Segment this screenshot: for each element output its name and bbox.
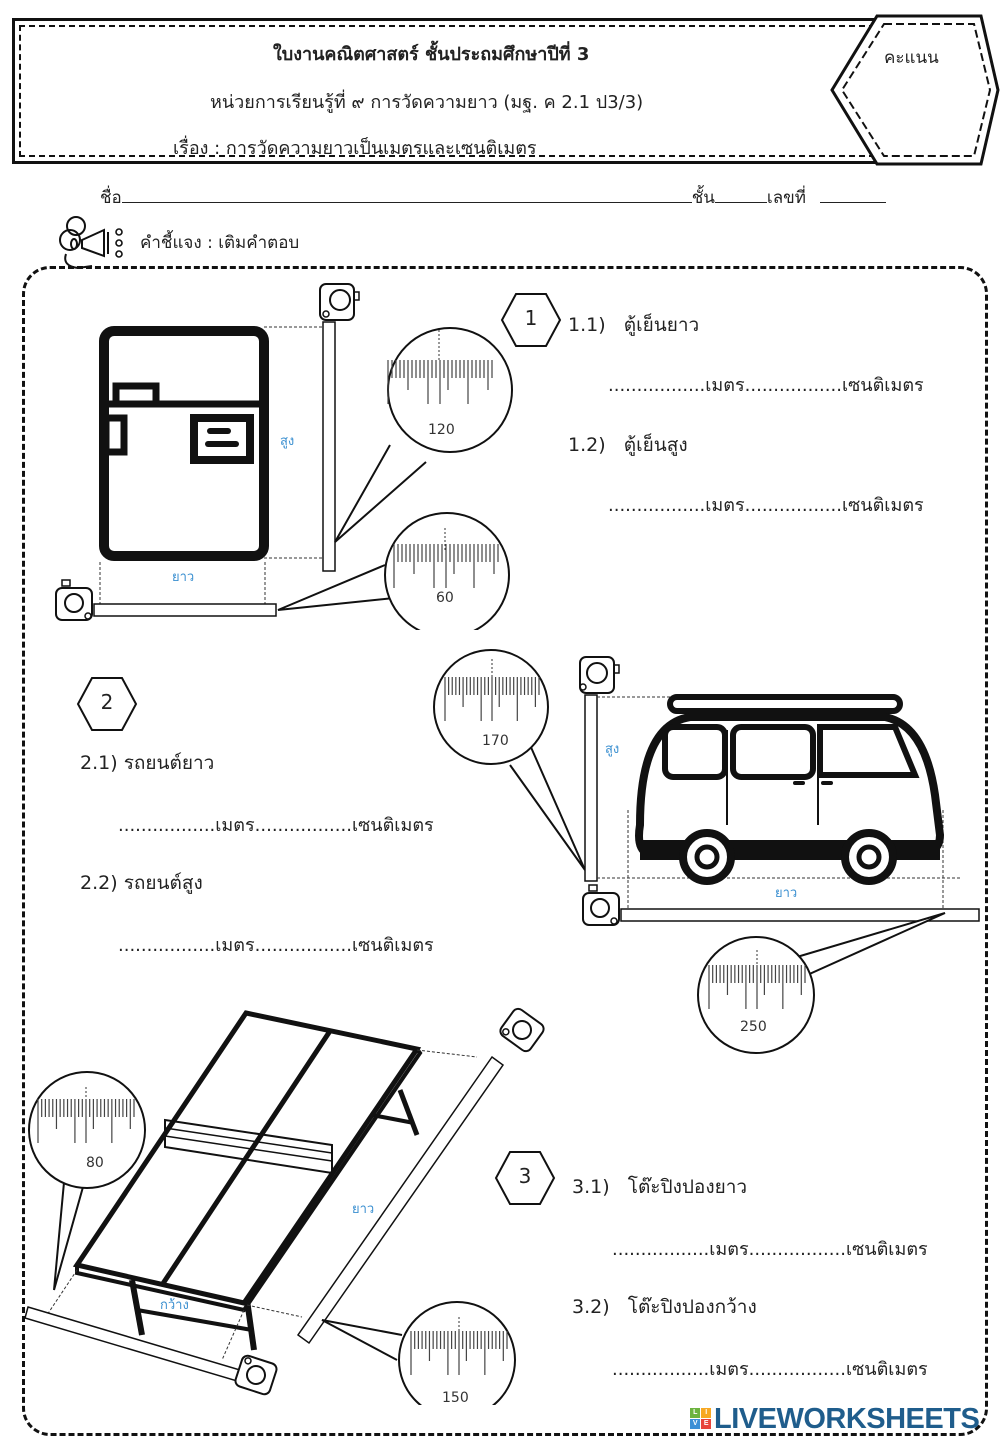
van-height-label: สูง <box>605 742 620 757</box>
answer-1-2[interactable]: .................เมตร.................เซ… <box>608 495 924 516</box>
answer-3-2[interactable]: .................เมตร.................เซ… <box>612 1359 928 1380</box>
score-label: คะแนน <box>884 48 939 68</box>
van-measurement-illustration <box>433 649 980 1054</box>
fridge-length-reading: 60 <box>436 590 454 606</box>
section-2-hexagon <box>76 677 138 731</box>
student-info-row: ชื่อ ชั้น เลขที่ <box>100 184 886 211</box>
section-1-hexagon <box>500 293 562 347</box>
question-2-2: 2.2) รถยนต์สูง <box>80 872 203 894</box>
question-1-1: 1.1) ตู้เย็นยาว <box>568 314 700 336</box>
length-tape-measure <box>296 1007 545 1345</box>
fridge-length-label: ยาว <box>172 570 195 585</box>
magnifier-length-reading <box>277 512 510 630</box>
question-2-1: 2.1) รถยนต์ยาว <box>80 752 215 774</box>
van-height-reading: 170 <box>482 733 509 749</box>
refrigerator-icon <box>99 326 269 561</box>
van-length-reading: 250 <box>740 1019 767 1035</box>
ruler-ticks <box>444 677 806 1009</box>
question-3-1: 3.1) โต๊ะปิงปองยาว <box>572 1176 748 1198</box>
ping-pong-table-icon <box>72 1010 423 1351</box>
section-3-hexagon <box>494 1151 556 1205</box>
table-length-label: ยาว <box>352 1202 375 1217</box>
unit-title: หน่วยการเรียนรู้ที่ ๙ การวัดความยาว (มฐ.… <box>210 92 644 113</box>
horizontal-tape-measure <box>55 579 277 621</box>
worksheet-title: ใบงานคณิตศาสตร์ ชั้นประถมศึกษาปีที่ 3 <box>273 44 590 65</box>
refrigerator-measurement-illustration <box>55 283 513 630</box>
fridge-height-reading: 120 <box>428 422 455 438</box>
horizontal-tape-measure <box>582 884 980 926</box>
section-1-number: 1 <box>524 306 538 330</box>
megaphone-kid-icon <box>59 216 123 270</box>
score-hexagon <box>830 14 1000 166</box>
answer-3-1[interactable]: .................เมตร.................เซ… <box>612 1239 928 1260</box>
header-box: ใบงานคณิตศาสตร์ ชั้นประถมศึกษาปีที่ 3 หน… <box>12 18 882 164</box>
section-3-number: 3 <box>518 1164 532 1188</box>
instructions-text: คำชี้แจง : เติมคำตอบ <box>140 233 300 253</box>
name-label: ชื่อ <box>100 188 122 208</box>
van-icon <box>635 694 945 885</box>
vertical-tape-measure <box>319 283 360 572</box>
main-content-box <box>22 266 988 1436</box>
question-1-2: 1.2) ตู้เย็นสูง <box>568 434 688 456</box>
answer-2-2[interactable]: .................เมตร.................เซ… <box>118 935 434 956</box>
vertical-tape-measure <box>579 656 620 882</box>
class-label: ชั้น <box>691 188 715 208</box>
section-2-number: 2 <box>100 690 114 714</box>
answer-2-1[interactable]: .................เมตร.................เซ… <box>118 815 434 836</box>
magnifier-width-reading <box>28 1071 146 1291</box>
width-tape-measure <box>24 1306 278 1396</box>
number-label: เลขที่ <box>766 188 806 208</box>
van-length-label: ยาว <box>775 886 798 901</box>
magnifier-height-reading <box>334 327 513 543</box>
table-width-reading: 80 <box>86 1155 104 1171</box>
fridge-height-label: สูง <box>280 434 295 449</box>
topic-title: เรื่อง : การวัดความยาวเป็นเมตรและเซนติเม… <box>173 138 537 159</box>
table-length-reading: 150 <box>442 1390 469 1406</box>
magnifier-length-reading <box>321 1301 516 1405</box>
name-field[interactable] <box>121 186 692 203</box>
table-width-label: กว้าง <box>160 1298 189 1313</box>
ruler-ticks <box>37 1099 508 1375</box>
ruler-ticks <box>387 360 499 588</box>
number-field[interactable] <box>819 186 886 203</box>
answer-1-1[interactable]: .................เมตร.................เซ… <box>608 375 924 396</box>
table-measurement-illustration <box>24 1007 545 1405</box>
question-3-2: 3.2) โต๊ะปิงปองกว้าง <box>572 1296 757 1318</box>
class-field[interactable] <box>714 186 767 203</box>
